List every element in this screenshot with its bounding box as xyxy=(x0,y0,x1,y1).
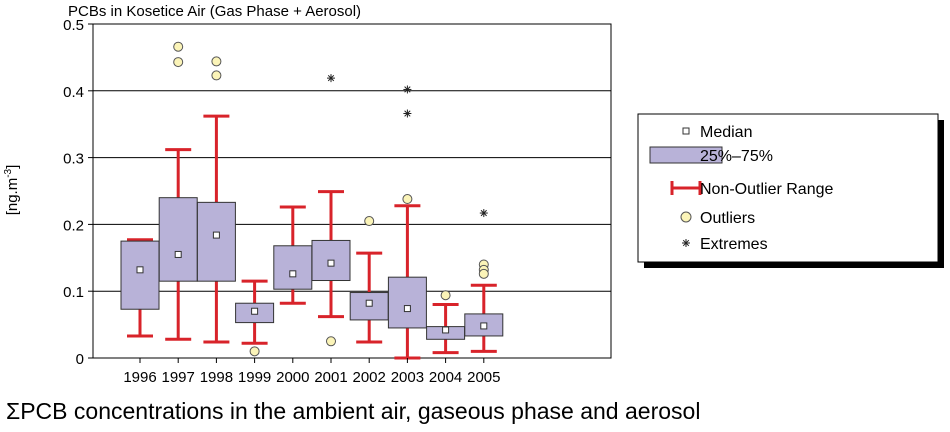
box-1996 xyxy=(120,238,160,338)
legend-label: 25%–75% xyxy=(700,148,773,165)
median-marker xyxy=(480,322,488,330)
median-marker xyxy=(174,250,182,258)
legend-item-box: 25%–75% xyxy=(649,146,773,165)
box-2004 xyxy=(426,290,466,355)
x-tick-label: 2001 xyxy=(314,369,347,386)
extreme-point xyxy=(327,74,335,83)
legend-label: Outliers xyxy=(700,210,755,227)
plot-frame xyxy=(92,23,612,359)
legend-label: Median xyxy=(700,124,752,141)
x-tick-label: 2005 xyxy=(467,369,500,386)
chart-title: PCBs in Kosetice Air (Gas Phase + Aeroso… xyxy=(68,3,361,20)
box-1999 xyxy=(235,279,275,357)
x-tick-label: 1997 xyxy=(162,369,195,386)
outlier-point xyxy=(173,57,184,68)
x-tick-label: 1996 xyxy=(123,369,156,386)
outlier-point xyxy=(326,336,336,347)
iqr-box xyxy=(120,240,160,310)
box-1998 xyxy=(196,56,236,344)
median-marker xyxy=(327,259,335,267)
box-2005 xyxy=(464,209,504,353)
median-marker xyxy=(289,270,297,278)
iqr-box xyxy=(387,276,427,329)
figure-caption: ΣPCB concentrations in the ambient air, … xyxy=(6,398,701,424)
iqr-box xyxy=(196,201,236,282)
legend: Median 25%–75% Non-Outlier RangeOutliersEx… xyxy=(637,113,944,268)
x-tick-label: 2004 xyxy=(429,369,462,386)
box-2000 xyxy=(273,205,313,305)
outlier-point xyxy=(402,194,413,205)
legend-outlier-symbol xyxy=(680,211,692,223)
legend-item-extreme: Extremes xyxy=(682,236,768,253)
legend-item-median: Median xyxy=(682,124,752,141)
outlier-point xyxy=(173,41,184,52)
median-marker xyxy=(442,326,450,334)
outlier-point xyxy=(478,268,489,279)
outlier-point xyxy=(364,216,375,227)
outlier-point xyxy=(249,346,260,357)
median-marker xyxy=(365,299,373,307)
legend-item-range: Non-Outlier Range xyxy=(670,181,834,198)
boxes xyxy=(120,41,504,360)
iqr-box xyxy=(158,197,198,282)
legend-extreme-symbol xyxy=(682,239,690,247)
y-tick-label: 0.3 xyxy=(63,151,84,168)
y-tick-label: 0.5 xyxy=(63,17,84,34)
x-tick-label: 1999 xyxy=(238,369,271,386)
box-2003 xyxy=(387,85,427,360)
outlier-point xyxy=(211,56,222,67)
median-marker xyxy=(251,307,259,315)
outlier-point xyxy=(440,290,451,301)
y-axis: 0 0.1 0.2 0.3 0.4 0.5 xyxy=(63,17,93,368)
legend-label: Extremes xyxy=(700,236,768,253)
y-tick-label: 0.2 xyxy=(63,217,84,234)
box-1997 xyxy=(158,41,198,341)
y-axis-label: [ng.m-3] xyxy=(3,165,21,216)
x-tick-label: 2000 xyxy=(276,369,309,386)
median-marker xyxy=(403,305,411,313)
iqr-box xyxy=(273,245,313,290)
extreme-point xyxy=(403,85,412,94)
legend-box-symbol xyxy=(649,146,723,164)
box-2002 xyxy=(349,216,389,344)
x-tick-label: 2003 xyxy=(391,369,424,386)
outlier-point xyxy=(211,70,222,81)
legend-median-symbol xyxy=(682,127,690,135)
extreme-point xyxy=(403,109,412,118)
median-marker xyxy=(136,266,144,274)
x-tick-label: 2002 xyxy=(353,369,386,386)
median-marker xyxy=(212,231,220,239)
y-tick-label: 0.1 xyxy=(63,284,84,301)
y-tick-label: 0 xyxy=(76,351,84,368)
legend-label: Non-Outlier Range xyxy=(700,181,834,198)
x-tick-label: 1998 xyxy=(200,369,233,386)
x-axis: 1996 1997 1998 1999 2000 2001 2002 2003 2004 2005 xyxy=(123,358,500,386)
y-tick-label: 0.4 xyxy=(63,84,84,101)
box-2001 xyxy=(311,74,351,347)
extreme-point xyxy=(479,209,488,218)
legend-item-outlier: Outliers xyxy=(680,210,755,227)
